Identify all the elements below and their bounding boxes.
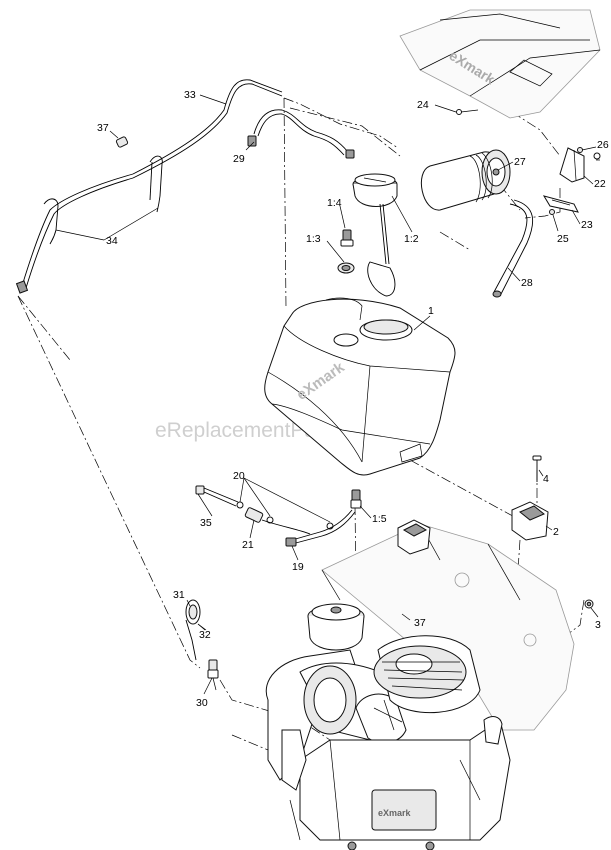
callout-22: 22 bbox=[594, 178, 606, 190]
console-panel: eXmark bbox=[399, 9, 601, 119]
callout-1: 1 bbox=[428, 305, 434, 317]
engine-brand-mark: eXmark bbox=[378, 808, 412, 818]
callout-27: 27 bbox=[514, 156, 526, 168]
part-26-screws bbox=[577, 147, 601, 160]
part-25-screw bbox=[549, 209, 555, 215]
part-37-fitting-upper bbox=[115, 136, 129, 148]
callout-30: 30 bbox=[196, 697, 208, 709]
part-1-3-grommet bbox=[337, 262, 355, 274]
callout-1-3: 1:3 bbox=[306, 233, 321, 245]
part-2-mount bbox=[511, 501, 549, 541]
part-27-canister bbox=[420, 149, 511, 211]
part-4-bolt bbox=[532, 455, 542, 482]
engine-frame bbox=[321, 519, 575, 731]
part-19-fuel-line bbox=[285, 509, 356, 547]
callout-34: 34 bbox=[106, 235, 118, 247]
callout-1-5: 1:5 bbox=[372, 513, 387, 525]
callout-29: 29 bbox=[233, 153, 245, 165]
callout-23: 23 bbox=[581, 219, 593, 231]
part-1-4-valve bbox=[340, 229, 354, 247]
part-35-fuel-line bbox=[195, 485, 239, 507]
part-1-2-fuel-cap bbox=[352, 173, 398, 297]
part-28-hose bbox=[492, 199, 534, 298]
callout-2: 2 bbox=[553, 526, 559, 538]
callout-20: 20 bbox=[233, 470, 245, 482]
callout-1-2: 1:2 bbox=[404, 233, 419, 245]
callout-24: 24 bbox=[417, 99, 429, 111]
callout-32: 32 bbox=[199, 629, 211, 641]
callout-35: 35 bbox=[200, 517, 212, 529]
part-31-fuel-pump bbox=[185, 599, 201, 661]
callout-25: 25 bbox=[557, 233, 569, 245]
callout-31: 31 bbox=[173, 589, 185, 601]
callout-26: 26 bbox=[597, 139, 609, 151]
callout-4: 4 bbox=[543, 473, 549, 485]
callouts: 33 37 29 34 1:4 1:3 1:2 1 24 27 28 26 22… bbox=[97, 89, 609, 709]
engine: eXmark bbox=[265, 635, 511, 850]
callout-33: 33 bbox=[184, 89, 196, 101]
callout-28: 28 bbox=[521, 277, 533, 289]
part-3-nut bbox=[584, 599, 594, 609]
callout-21: 21 bbox=[242, 539, 254, 551]
part-23-clip bbox=[542, 195, 579, 213]
callout-37-upper: 37 bbox=[97, 122, 109, 134]
air-cleaner-lid bbox=[307, 603, 365, 651]
part-33-fuel-line bbox=[15, 79, 283, 294]
callout-3: 3 bbox=[595, 619, 601, 631]
callout-19: 19 bbox=[292, 561, 304, 573]
part-20-clamps bbox=[236, 501, 334, 530]
part-21-fuel-filter bbox=[244, 507, 311, 535]
part-24-screw bbox=[456, 109, 479, 115]
part-22-bracket bbox=[559, 147, 585, 183]
leader-lines bbox=[55, 94, 600, 695]
part-1-5-fitting bbox=[350, 489, 362, 509]
callout-1-4: 1:4 bbox=[327, 197, 342, 209]
callout-37-lower: 37 bbox=[414, 617, 426, 629]
part-30-fitting bbox=[207, 659, 219, 691]
part-1-fuel-tank: eXmark bbox=[264, 297, 456, 476]
part-34-clamps bbox=[43, 155, 163, 245]
part-29-vent-line bbox=[247, 109, 355, 159]
